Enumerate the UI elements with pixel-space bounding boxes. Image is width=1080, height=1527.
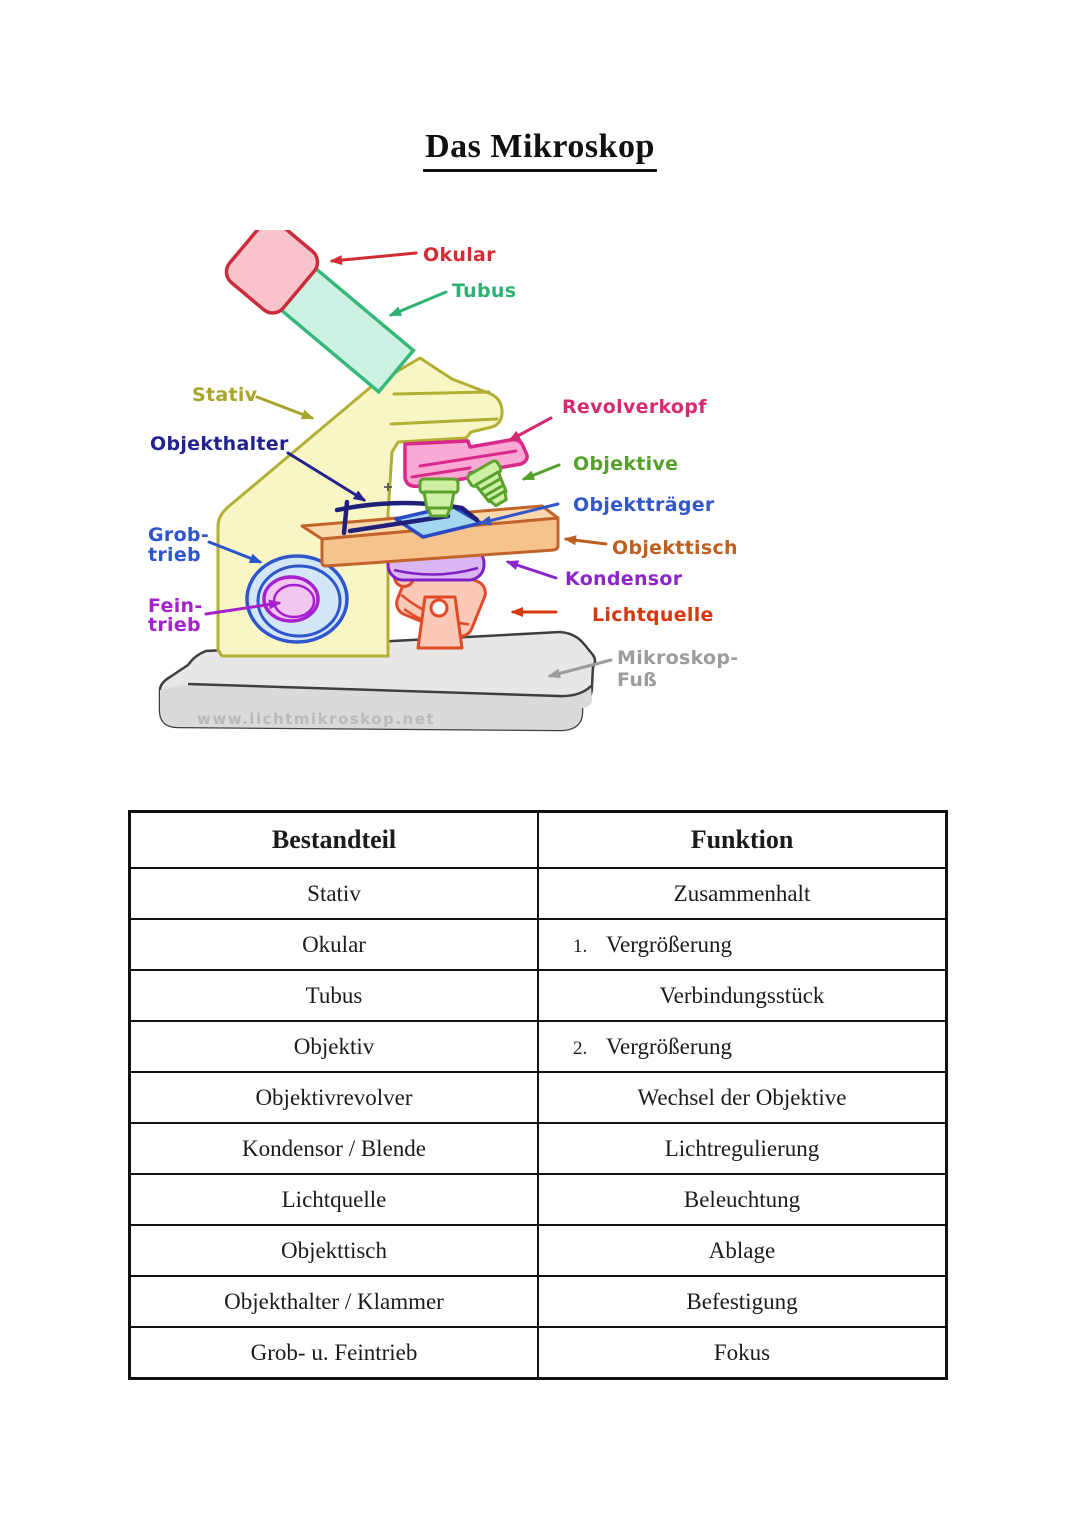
cell-bestandteil: Stativ xyxy=(128,867,539,920)
objekttraeger-label: Objektträger xyxy=(573,494,715,516)
table-row: Stativ Zusammenhalt xyxy=(128,867,948,920)
cell-bestandteil: Okular xyxy=(128,918,539,971)
tubus-arrow xyxy=(388,290,448,317)
funktion-text: Beleuchtung xyxy=(683,1186,801,1212)
objekttraeger-arrow xyxy=(478,502,560,526)
page-title: Das Mikroskop xyxy=(0,128,1080,172)
objective-vertical-shape xyxy=(418,477,460,518)
fine-focus-knob-shape xyxy=(262,575,320,623)
feintrieb-label-line1: Fein- xyxy=(148,595,203,617)
objekthalter-arrow xyxy=(286,451,367,502)
table-row: Objekttisch Ablage xyxy=(128,1224,948,1277)
fuss-arrow xyxy=(547,658,613,679)
cell-bestandteil: Tubus xyxy=(128,969,539,1022)
cell-funktion: Zusammenhalt xyxy=(537,867,948,920)
cell-bestandteil: Grob- u. Feintrieb xyxy=(128,1326,539,1380)
stativ-arrow xyxy=(255,395,315,420)
page-title-text: Das Mikroskop xyxy=(423,128,657,172)
cell-funktion: 1. Vergrößerung xyxy=(537,918,948,971)
table-row: Grob- u. Feintrieb Fokus xyxy=(128,1326,948,1380)
okular-arrow xyxy=(329,251,418,266)
kondensor-arrow xyxy=(505,560,558,580)
funktion-text: Zusammenhalt xyxy=(673,880,811,906)
cell-funktion: Befestigung xyxy=(537,1275,948,1328)
fuss-label-line1: Mikroskop- xyxy=(617,647,738,669)
grobtrieb-arrow xyxy=(207,540,263,564)
objekttisch-arrow xyxy=(563,535,608,546)
funktion-text: Verbindungsstück xyxy=(659,982,825,1008)
header-funktion: Funktion xyxy=(537,810,948,869)
stativ-label: Stativ xyxy=(192,384,258,406)
feintrieb-label: Fein- trieb xyxy=(148,595,203,636)
cell-funktion: Wechsel der Objektive xyxy=(537,1071,948,1124)
cell-funktion: Fokus xyxy=(537,1326,948,1380)
table-row: Objektiv 2. Vergrößerung xyxy=(128,1020,948,1073)
funktion-text: Ablage xyxy=(708,1237,776,1263)
funktion-text: Wechsel der Objektive xyxy=(637,1084,847,1110)
funktion-number: 1. xyxy=(573,935,588,957)
cell-funktion: Ablage xyxy=(537,1224,948,1277)
table-row: Objektivrevolver Wechsel der Objektive xyxy=(128,1071,948,1124)
grobtrieb-label-line2: trieb xyxy=(148,544,201,566)
funktion-text: Lichtregulierung xyxy=(664,1135,820,1161)
feintrieb-arrow xyxy=(204,599,282,616)
table-row: Lichtquelle Beleuchtung xyxy=(128,1173,948,1226)
table-row: Kondensor / Blende Lichtregulierung xyxy=(128,1122,948,1175)
funktion-text: Vergrößerung xyxy=(606,931,733,957)
fuss-label-line2: Fuß xyxy=(617,669,657,691)
objektive-label: Objektive xyxy=(573,453,678,475)
cell-funktion: Lichtregulierung xyxy=(537,1122,948,1175)
funktion-text: Fokus xyxy=(713,1339,771,1365)
cell-bestandteil: Objektivrevolver xyxy=(128,1071,539,1124)
okular-label: Okular xyxy=(423,244,496,266)
feintrieb-label-line2: trieb xyxy=(148,614,201,636)
header-bestandteil: Bestandteil xyxy=(128,810,539,869)
watermark: www.lichtmikroskop.net xyxy=(197,710,435,728)
table-row: Objekthalter / Klammer Befestigung xyxy=(128,1275,948,1328)
tubus-label: Tubus xyxy=(452,280,516,302)
plus-marker xyxy=(384,483,392,491)
cell-funktion: Beleuchtung xyxy=(537,1173,948,1226)
funktion-number: 2. xyxy=(573,1037,588,1059)
grobtrieb-label-line1: Grob- xyxy=(148,524,209,546)
cell-bestandteil: Objekthalter / Klammer xyxy=(128,1275,539,1328)
revolverkopf-label: Revolverkopf xyxy=(562,396,707,418)
funktion-text: Befestigung xyxy=(686,1288,798,1314)
cell-bestandteil: Lichtquelle xyxy=(128,1173,539,1226)
table-row: Okular 1. Vergrößerung xyxy=(128,918,948,971)
lichtquelle-label: Lichtquelle xyxy=(592,604,714,626)
eyepiece-shape xyxy=(224,230,320,315)
cell-bestandteil: Objektiv xyxy=(128,1020,539,1073)
cell-funktion: Verbindungsstück xyxy=(537,969,948,1022)
objekttisch-label: Objekttisch xyxy=(612,537,738,559)
objekthalter-label: Objekthalter xyxy=(150,433,289,455)
cell-funktion: 2. Vergrößerung xyxy=(537,1020,948,1073)
cell-bestandteil: Kondensor / Blende xyxy=(128,1122,539,1175)
objektive-arrow xyxy=(521,463,561,481)
table-header-row: Bestandteil Funktion xyxy=(128,810,948,869)
funktion-text: Vergrößerung xyxy=(606,1033,733,1059)
kondensor-label: Kondensor xyxy=(565,568,683,590)
grobtrieb-label: Grob- trieb xyxy=(148,524,209,566)
revolverkopf-arrow xyxy=(507,416,553,442)
objective-tilted-shape xyxy=(466,459,508,508)
microscope-diagram: Okular Tubus Stativ Objekthalter Revolve… xyxy=(148,230,738,732)
parts-function-table: Bestandteil Funktion Stativ Zusammenhalt… xyxy=(128,810,948,1380)
fuss-label: Mikroskop- Fuß xyxy=(617,647,738,691)
cell-bestandteil: Objekttisch xyxy=(128,1224,539,1277)
table-row: Tubus Verbindungsstück xyxy=(128,969,948,1022)
holder-clamp-shape xyxy=(334,499,480,536)
